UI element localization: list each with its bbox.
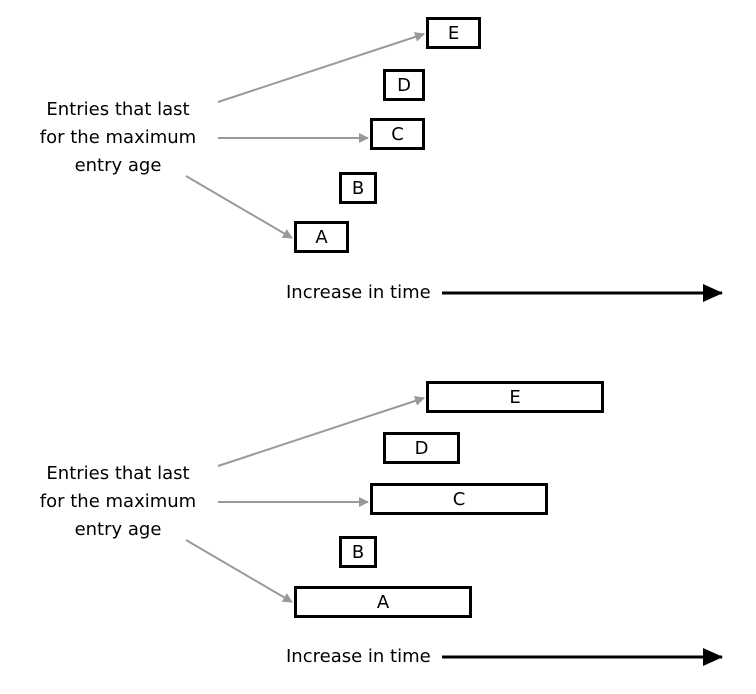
diagram-panel-long-entries: Entries that last for the maximum entry … bbox=[0, 364, 756, 694]
entry-label: C bbox=[452, 488, 466, 510]
caption-line: Entries that last bbox=[46, 463, 190, 484]
entry-box-c: C bbox=[370, 118, 425, 150]
caption-line: entry age bbox=[74, 155, 162, 176]
entry-label: D bbox=[414, 437, 429, 459]
entry-label: A bbox=[315, 226, 328, 248]
time-axis-label: Increase in time bbox=[286, 282, 431, 303]
pointer-arrow-to-e bbox=[217, 396, 425, 467]
arrow-layer bbox=[185, 32, 723, 302]
entry-label: A bbox=[376, 591, 390, 613]
entry-box-b: B bbox=[339, 172, 377, 204]
entry-box-c: C bbox=[370, 483, 548, 515]
entry-label: E bbox=[509, 386, 521, 408]
entry-label: D bbox=[397, 74, 411, 96]
entry-box-e: E bbox=[426, 381, 604, 413]
pointer-arrow-to-a bbox=[185, 539, 293, 603]
diagram-panel-short-entries: Entries that last for the maximum entry … bbox=[0, 0, 756, 330]
entry-box-d: D bbox=[383, 69, 425, 101]
entry-box-d: D bbox=[383, 432, 460, 464]
time-axis-label: Increase in time bbox=[286, 646, 431, 667]
entries-caption: Entries that last for the maximum entry … bbox=[20, 96, 216, 180]
entries-caption: Entries that last for the maximum entry … bbox=[20, 460, 216, 544]
pointer-arrow-to-e bbox=[217, 32, 425, 103]
pointer-arrow-to-a bbox=[185, 175, 293, 239]
entry-box-e: E bbox=[426, 17, 481, 49]
caption-line: for the maximum bbox=[39, 127, 197, 148]
entry-label: B bbox=[351, 177, 365, 199]
caption-line: entry age bbox=[74, 519, 162, 540]
entry-box-a: A bbox=[294, 221, 349, 253]
arrow-layer bbox=[185, 396, 723, 666]
entry-label: C bbox=[391, 123, 404, 145]
caption-line: Entries that last bbox=[46, 99, 190, 120]
caption-line: for the maximum bbox=[39, 491, 197, 512]
entry-box-b: B bbox=[339, 536, 377, 568]
entry-label: E bbox=[447, 22, 460, 44]
entry-label: B bbox=[351, 541, 365, 563]
entry-box-a: A bbox=[294, 586, 472, 618]
